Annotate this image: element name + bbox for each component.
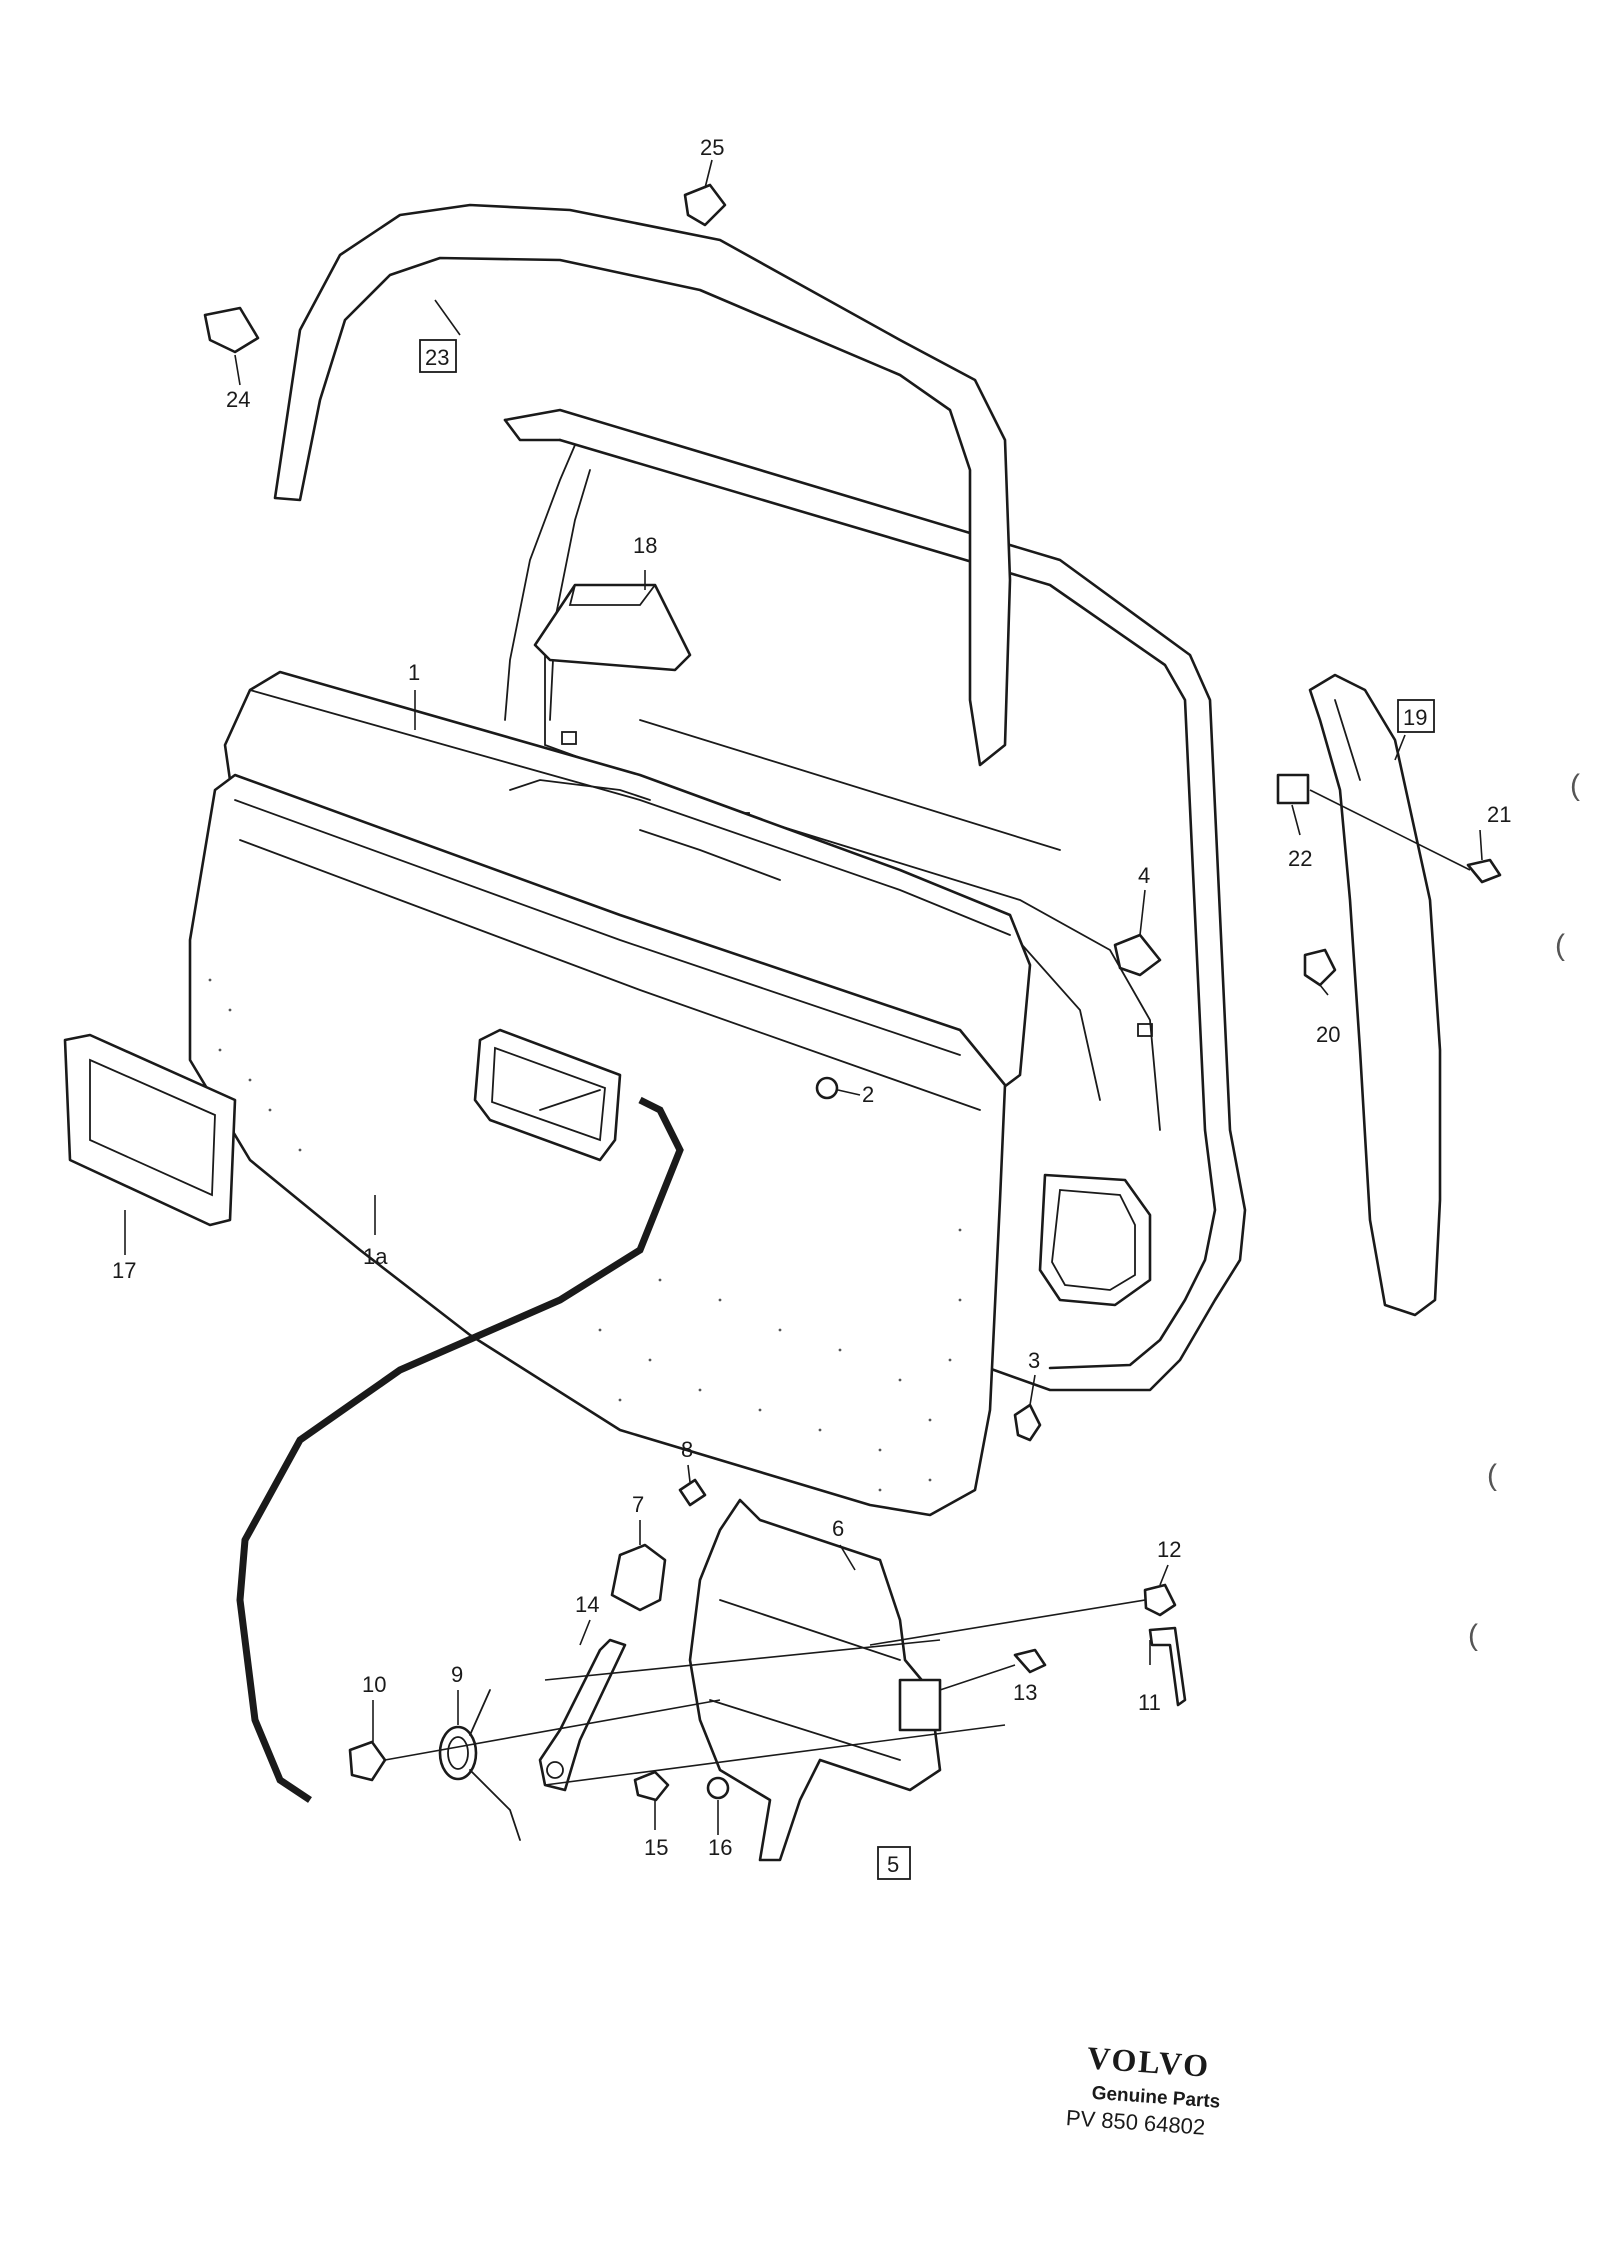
margin-marks: ( ( ( (: [1468, 769, 1580, 1652]
clip-22: [1276, 773, 1310, 805]
callouts: 1 1a 2 3 4 5 6 7 8 9 10 11 12 13 14 15 1…: [112, 135, 1511, 1880]
margin-mark-4: (: [1468, 1619, 1478, 1652]
pillar-trim: [1308, 673, 1442, 1317]
screw-21: [1466, 858, 1502, 884]
callout-7: 7: [632, 1492, 644, 1517]
pin-11: [1148, 1626, 1187, 1707]
callout-9: 9: [451, 1662, 463, 1687]
callout-21: 21: [1487, 802, 1511, 827]
callout-24: 24: [226, 387, 250, 412]
callout-1a: 1a: [363, 1244, 388, 1269]
callout-2: 2: [862, 1082, 874, 1107]
callout-23-box: [419, 339, 457, 373]
clip-25: [683, 183, 727, 227]
handle-bezel: [63, 1033, 237, 1227]
release-cable: [236, 1089, 684, 1803]
leader-lines: [124, 159, 1483, 1835]
margin-mark-1: (: [1570, 769, 1580, 802]
screw-13: [1013, 1648, 1047, 1674]
callout-11: 11: [1138, 1690, 1161, 1715]
screw-8: [678, 1478, 707, 1507]
clip-3: [1013, 1403, 1042, 1442]
fasteners: [203, 183, 1502, 1802]
callout-25: 25: [700, 135, 724, 160]
callout-19: 19: [1403, 705, 1427, 730]
callout-12: 12: [1157, 1537, 1181, 1562]
release-lever: [538, 1638, 627, 1792]
armrest-pad: [533, 583, 692, 672]
callout-22: 22: [1288, 846, 1312, 871]
window-frame-moulding: [273, 203, 1012, 767]
clip-10: [348, 1740, 387, 1782]
clip-4: [1113, 933, 1162, 977]
callout-23: 23: [425, 345, 449, 370]
texture-dots: [208, 978, 962, 1492]
callout-20: 20: [1316, 1022, 1340, 1047]
lock-housing: [688, 1498, 942, 1862]
callout-3: 3: [1028, 1348, 1040, 1373]
volvo-logo: VOLVO: [1086, 2039, 1211, 2084]
clip-20: [1303, 948, 1337, 987]
clip-24: [203, 306, 260, 354]
callout-5: 5: [887, 1852, 899, 1877]
callout-10: 10: [362, 1672, 386, 1697]
callout-16: 16: [708, 1835, 732, 1860]
callout-6: 6: [832, 1516, 844, 1541]
return-spring: [438, 1689, 521, 1841]
callout-18: 18: [633, 533, 657, 558]
washer-16: [706, 1776, 730, 1800]
margin-mark-3: (: [1487, 1459, 1497, 1492]
callout-17: 17: [112, 1258, 136, 1283]
brand-block: VOLVO Genuine Parts PV 850 64802: [1065, 2039, 1221, 2139]
lever-knob: [610, 1543, 667, 1612]
callout-14: 14: [575, 1592, 599, 1617]
callout-19-box: [1397, 699, 1435, 733]
callout-15: 15: [644, 1835, 668, 1860]
callout-5-box: [877, 1846, 911, 1880]
callout-8: 8: [681, 1437, 693, 1462]
nut-2: [815, 1076, 839, 1100]
bushing-12: [1143, 1583, 1177, 1617]
callout-4: 4: [1138, 863, 1150, 888]
bolt-15: [633, 1770, 670, 1802]
callout-1: 1: [408, 660, 420, 685]
callout-13: 13: [1013, 1680, 1037, 1705]
margin-mark-2: (: [1555, 929, 1565, 962]
